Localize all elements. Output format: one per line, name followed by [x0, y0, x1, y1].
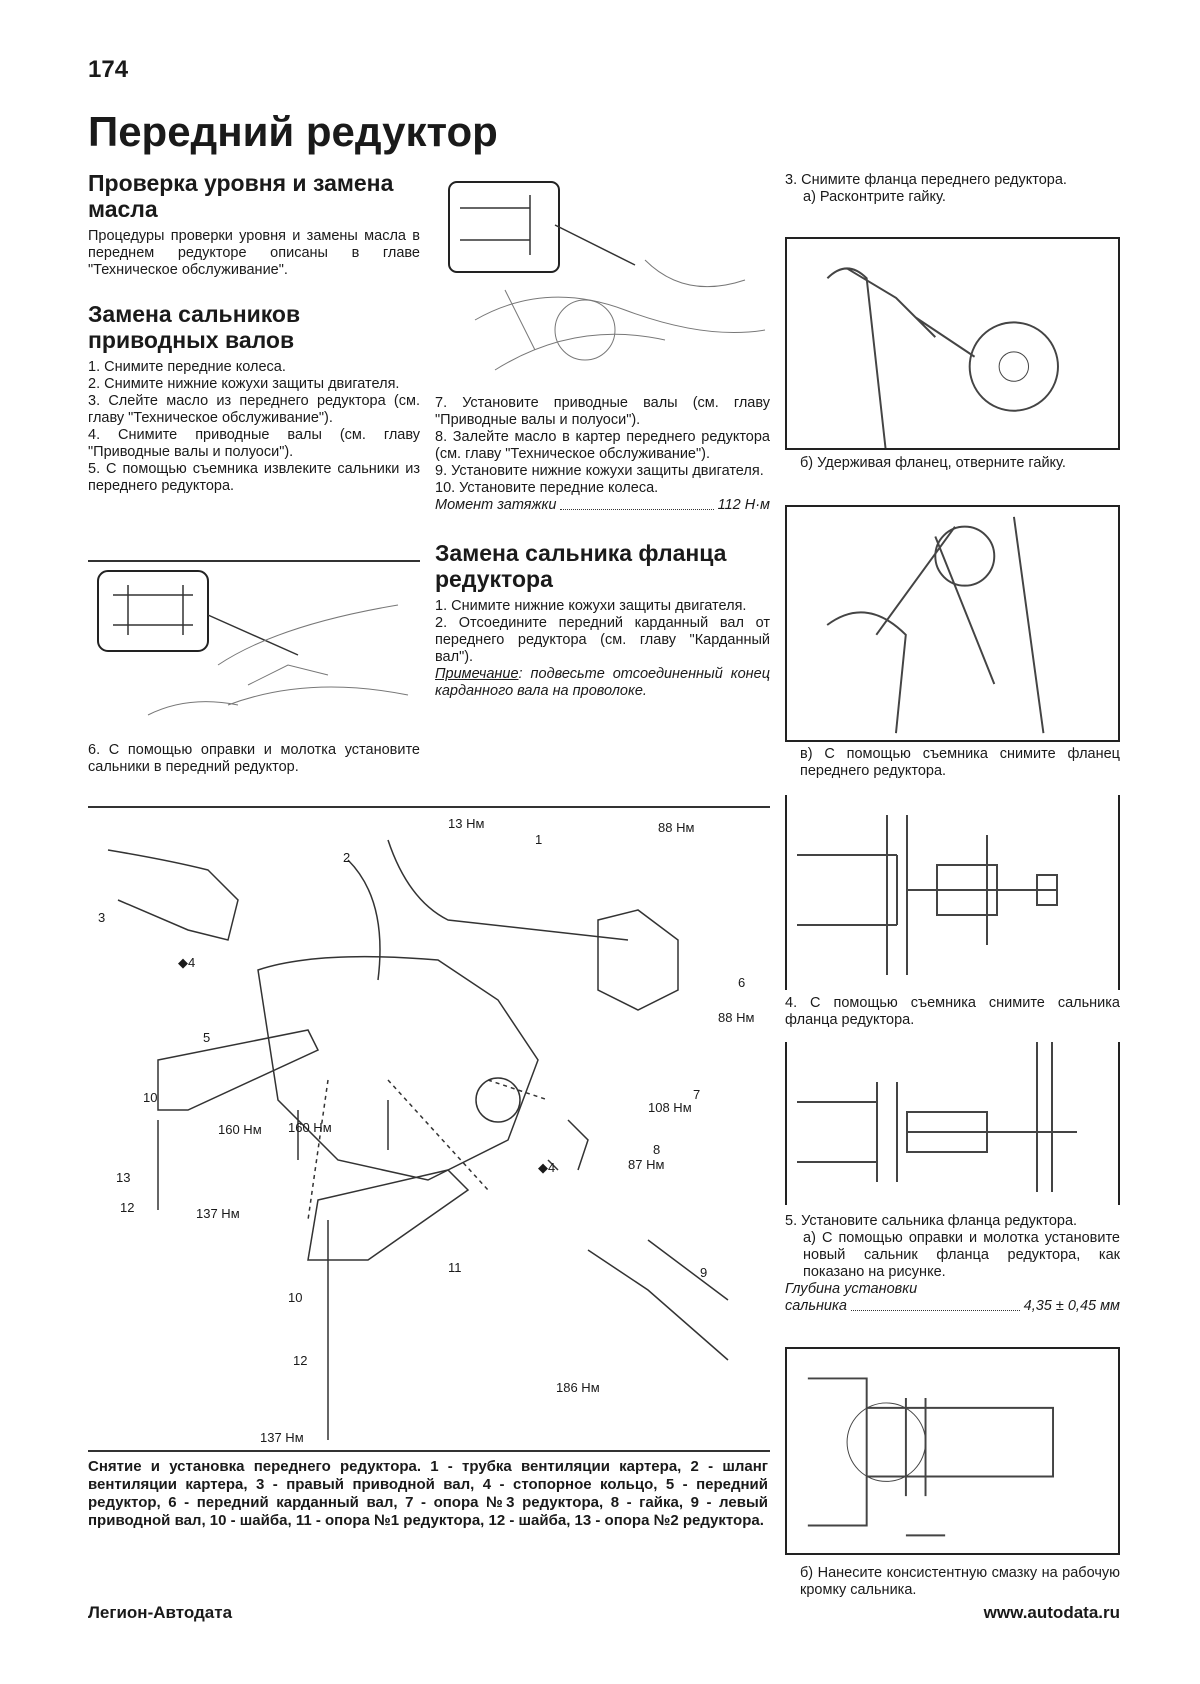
step: 3. Слейте масло из переднего редуктора (…: [88, 393, 420, 426]
part-number: 3: [98, 910, 106, 925]
depth-label: сальника: [785, 1298, 847, 1314]
torque-label: 88 Нм: [718, 1010, 755, 1025]
torque-label: 160 Нм: [288, 1120, 332, 1135]
torque-label: 137 Нм: [196, 1206, 240, 1221]
step: 5. Установите сальника фланца редуктора.: [785, 1213, 1078, 1229]
step: 3. Снимите фланца переднего редуктора.: [785, 172, 1067, 188]
exploded-diagram: 13 Нм 88 Нм 88 Нм 108 Нм 87 Нм 160 Нм 16…: [88, 816, 770, 1445]
step: 9. Установите нижние кожухи защиты двига…: [435, 463, 764, 479]
torque-label: 108 Нм: [648, 1100, 692, 1115]
page-title: Передний редуктор: [88, 108, 498, 155]
note: Примечание: подвесьте отсоединенный коне…: [435, 666, 770, 700]
seal-install-illustration: [785, 1347, 1120, 1555]
torque-label: 137 Нм: [260, 1430, 304, 1445]
part-number: 2: [343, 850, 351, 865]
flange-puller-illustration: [785, 795, 1120, 990]
part-number: 10: [288, 1290, 303, 1305]
torque-label: 160 Нм: [218, 1122, 262, 1137]
depth-spec: сальника 4,35 ± 0,45 мм: [785, 1298, 1120, 1315]
torque-label: Момент затяжки: [435, 497, 557, 513]
drain-illustration: [435, 170, 770, 385]
note-text: : подвесьте отсоединенный конец карданно…: [435, 666, 770, 699]
divider: [88, 1450, 770, 1452]
step: 2. Отсоедините передний карданный вал от…: [435, 615, 770, 665]
right-step-3: 3. Снимите фланца переднего редуктора. а…: [785, 172, 1120, 206]
note-label: Примечание: [435, 666, 519, 682]
torque-label: 186 Нм: [556, 1380, 600, 1395]
part-number: ◆4: [538, 1160, 556, 1175]
part-number: ◆4: [178, 955, 196, 970]
part-number: 12: [120, 1200, 135, 1215]
torque-label: 88 Нм: [658, 820, 695, 835]
substep: в) С помощью съемника снимите фланец пер…: [800, 746, 1120, 779]
step: 7. Установите приводные валы (см. главу …: [435, 395, 770, 428]
step: 8. Залейте масло в картер переднего реду…: [435, 429, 770, 462]
middle-column: 7. Установите приводные валы (см. главу …: [435, 395, 770, 700]
divider: [88, 806, 770, 808]
step-6: 6. С помощью оправки и молотка установит…: [88, 742, 420, 775]
oil-paragraph: Процедуры проверки уровня и замены масла…: [88, 228, 420, 278]
step: 4. Снимите приводные валы (см. главу "Пр…: [88, 427, 420, 460]
part-number: 13: [116, 1170, 131, 1185]
unstake-nut-illustration: [785, 237, 1120, 455]
step: 1. Снимите передние колеса.: [88, 359, 286, 375]
part-number: 6: [738, 975, 746, 990]
seal-illustration: [88, 565, 420, 735]
part-number: 8: [653, 1142, 661, 1157]
part-number: 5: [203, 1030, 211, 1045]
heading-seals: Замена сальников приводных валов: [88, 301, 301, 353]
substep: а) Расконтрите гайку.: [803, 189, 946, 205]
substep: б) Удерживая фланец, отверните гайку.: [800, 455, 1066, 471]
seal-puller-illustration: [785, 1042, 1120, 1205]
depth-value: 4,35 ± 0,45 мм: [1023, 1298, 1120, 1314]
substep: а) С помощью оправки и молотка установит…: [803, 1230, 1120, 1280]
depth-label: Глубина установки: [785, 1281, 918, 1297]
divider: [88, 560, 420, 562]
torque-value: 112 Н·м: [717, 497, 770, 513]
step: 5. С помощью съемника извлеките сальники…: [88, 461, 420, 494]
part-number: 9: [700, 1265, 708, 1280]
heading-oil: Проверка уровня и замена масла: [88, 170, 394, 222]
torque-label: 87 Нм: [628, 1157, 665, 1172]
step: 1. Снимите нижние кожухи защиты двигател…: [435, 598, 747, 614]
torque-spec: Момент затяжки 112 Н·м: [435, 497, 770, 514]
torque-label: 13 Нм: [448, 816, 485, 831]
publisher: Легион-Автодата: [88, 1603, 233, 1622]
part-number: 1: [535, 832, 543, 847]
part-number: 11: [448, 1260, 462, 1275]
left-column: Проверка уровня и замена масла Процедуры…: [88, 170, 420, 495]
figure-caption: Снятие и установка переднего редуктора. …: [88, 1458, 768, 1529]
part-number: 12: [293, 1353, 308, 1368]
page-number: 174: [88, 56, 129, 83]
hold-flange-illustration: [785, 505, 1120, 742]
heading-flange: Замена сальника фланца редуктора: [435, 540, 727, 592]
right-step-5: 5. Установите сальника фланца редуктора.…: [785, 1213, 1120, 1315]
substep: б) Нанесите консистентную смазку на рабо…: [800, 1565, 1120, 1598]
gearbox-drawing: [107, 839, 729, 1440]
step: 10. Установите передние колеса.: [435, 480, 659, 496]
part-number: 10: [143, 1090, 158, 1105]
right-step-4: 4. С помощью съемника снимите сальника ф…: [785, 995, 1120, 1028]
part-number: 7: [693, 1087, 701, 1102]
website-link[interactable]: www.autodata.ru: [983, 1603, 1120, 1622]
step: 2. Снимите нижние кожухи защиты двигател…: [88, 376, 400, 392]
